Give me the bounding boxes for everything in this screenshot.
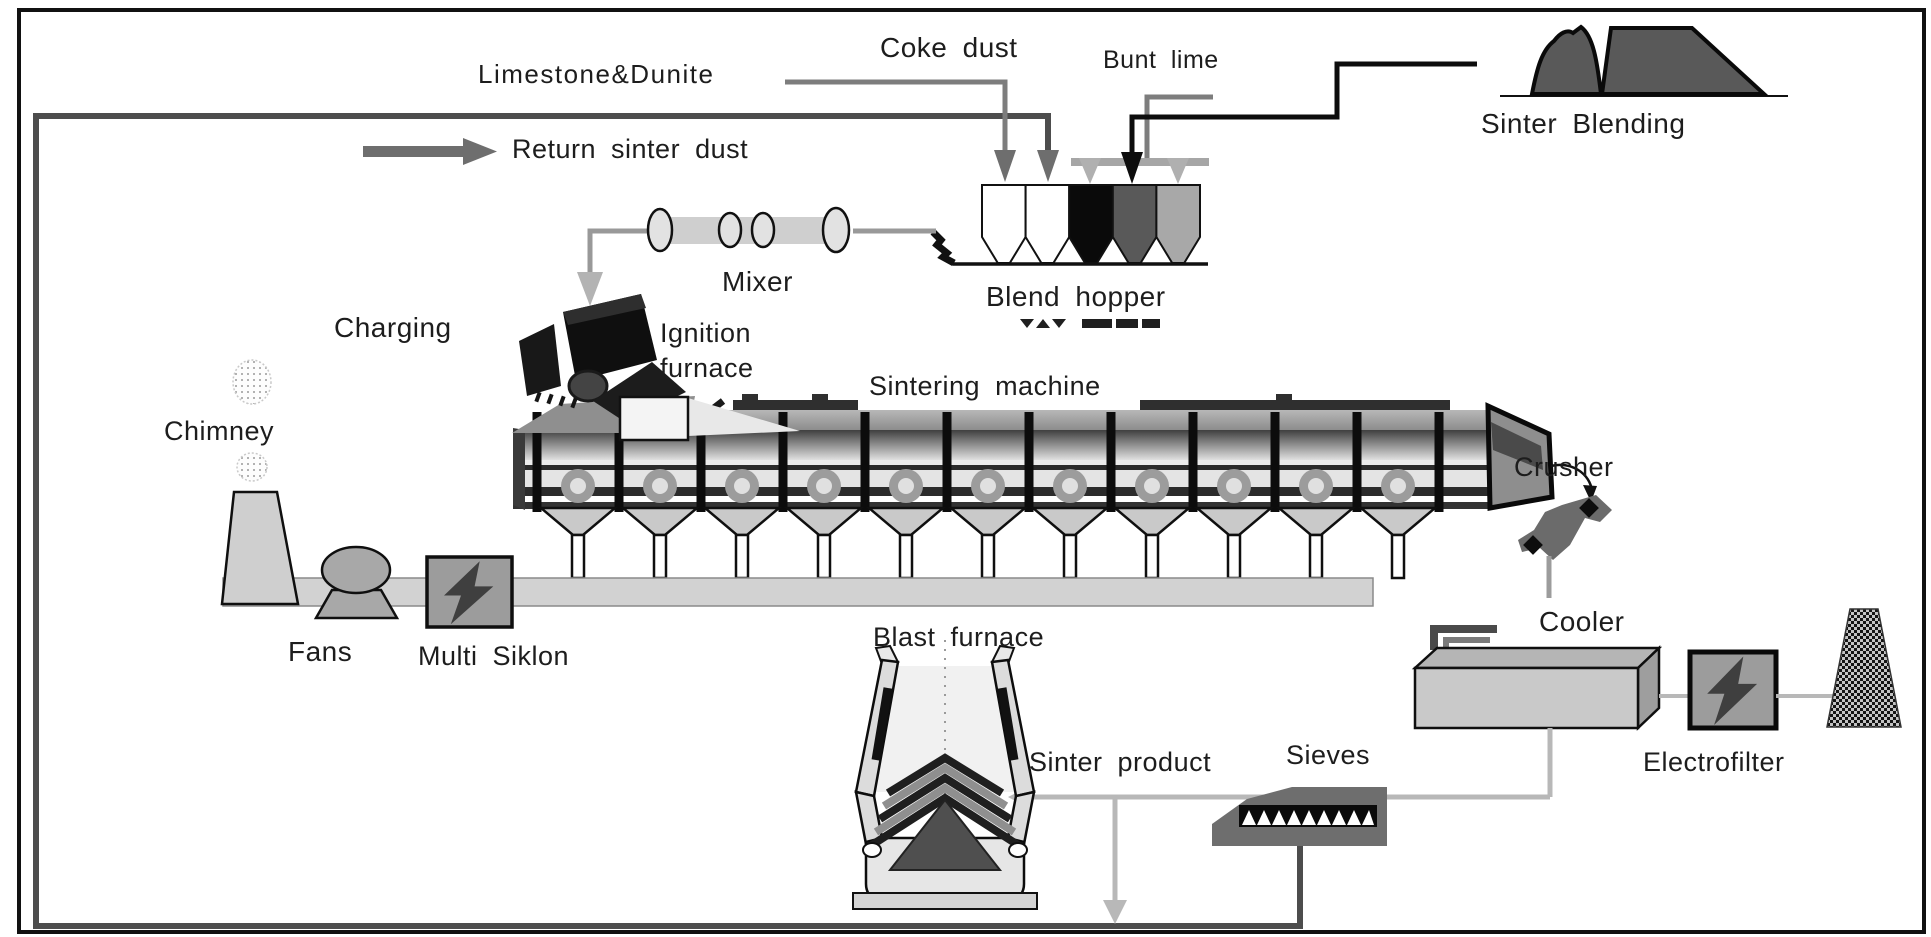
return-dust-loop-line [33,113,1303,929]
label-blend-hopper: Blend hopper [986,281,1166,312]
stack-shape [1826,608,1902,728]
label-return-sinter-dust: Return sinter dust [512,134,749,164]
label-crusher: Crusher [1514,452,1614,482]
blend-hopper-shape [930,184,1208,328]
label-bunt-lime: Bunt lime [1103,46,1219,74]
feed-lines [785,61,1477,184]
label-sinter-blending: Sinter Blending [1481,108,1686,139]
label-sieves: Sieves [1286,740,1371,770]
label-mixer: Mixer [722,266,793,297]
label-chimney: Chimney [164,416,275,446]
mixer-shape [577,206,936,306]
label-fans: Fans [288,636,353,667]
chimney-shape [220,359,300,606]
wind-duct [222,577,1374,607]
label-sintering-machine: Sintering machine [869,371,1101,401]
coke-dust-arrow-icon [994,150,1016,182]
mixer-out-arrow-icon [577,272,603,306]
sieves-shape [1212,787,1387,846]
cooler-shape [1411,625,1663,731]
sinter-blending-pile [1500,24,1788,97]
fans-shape [313,545,400,620]
charging-machine-shape [512,294,726,440]
label-coke-dust: Coke dust [880,32,1018,63]
label-sinter-product: Sinter product [1029,747,1212,777]
clipped-text-artifact [1020,319,1160,328]
smoke-icon [232,359,272,405]
hopper-chute-zigzag [930,229,956,267]
sintering-machine-shape [513,394,1555,580]
lime-arrow-icon [1167,158,1189,184]
label-multi-siklon: Multi Siklon [418,641,570,671]
label-blast-furnace: Blast furnace [873,622,1045,652]
blend-arrow-icon [1121,152,1143,184]
label-ignition-furnace: Ignition furnace [660,318,754,384]
multi-siklon-shape [425,555,514,629]
label-limestone-dunite: Limestone&Dunite [478,59,715,89]
crusher-shape [1518,463,1612,598]
return-sinter-dust-arrow-icon [363,138,497,165]
label-electrofilter: Electrofilter [1643,747,1785,777]
diagram-frame [17,8,1926,934]
electrofilter-shape [1659,649,1843,731]
label-cooler: Cooler [1539,606,1625,637]
blast-furnace-shape [852,640,1038,910]
label-charging: Charging [334,312,452,343]
ignition-furnace-shape [618,395,800,442]
smoke-icon [236,452,268,482]
lime-arrow-icon [1079,158,1101,184]
fines-return-arrow-icon [1103,900,1127,924]
